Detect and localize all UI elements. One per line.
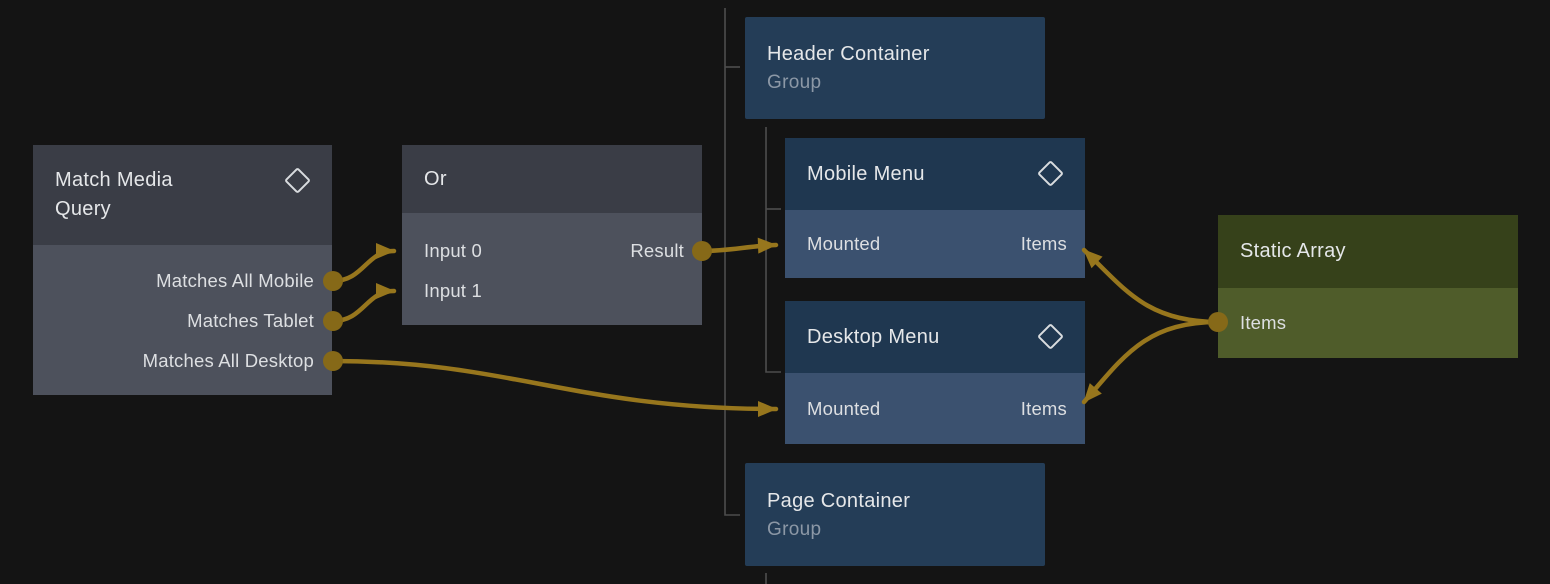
output-label-items: Items <box>1240 312 1287 333</box>
input-label-items: Items <box>1020 397 1067 419</box>
input-label-mounted: Mounted <box>807 233 881 254</box>
diamond-icon[interactable] <box>1037 160 1064 187</box>
input-label-mounted: Mounted <box>807 397 881 419</box>
output-row: Matches Tablet <box>33 301 332 341</box>
node-header: Static Array <box>1218 215 1518 288</box>
node-mobile-menu[interactable]: Mobile Menu Mounted Items <box>785 138 1085 278</box>
node-title: Desktop Menu <box>807 325 940 348</box>
tree-line-root <box>724 8 740 516</box>
io-row: Input 1 <box>402 271 702 311</box>
node-header-container[interactable]: Header Container Group <box>745 17 1045 119</box>
input-label-input-0: Input 0 <box>424 240 482 261</box>
wire-tablet-to-input1[interactable] <box>330 283 397 324</box>
wire-desktop-to-desktop-mounted[interactable] <box>330 358 779 417</box>
node-title: Static Array <box>1240 240 1346 262</box>
node-desktop-menu[interactable]: Desktop Menu Mounted Items <box>785 301 1085 444</box>
output-label-result: Result <box>630 240 684 261</box>
output-row: Matches All Desktop <box>33 341 332 381</box>
output-label-matches-tablet: Matches Tablet <box>187 310 314 331</box>
node-body: Items <box>1218 288 1518 358</box>
wire-items-to-mobile-items[interactable] <box>1081 247 1221 325</box>
node-title: Header Container <box>767 43 930 65</box>
output-label-matches-all-mobile: Matches All Mobile <box>156 270 314 291</box>
node-subtitle: Group <box>767 518 822 540</box>
output-row: Items <box>1218 288 1518 358</box>
wire-items-to-desktop-items[interactable] <box>1081 319 1221 405</box>
output-row: Matches All Mobile <box>33 261 332 301</box>
node-title: Or <box>424 167 447 190</box>
node-title: Mobile Menu <box>807 162 925 185</box>
node-body: Mounted Items <box>785 373 1085 444</box>
tree-line-header-children <box>765 127 781 373</box>
node-header: Match Media Query <box>33 145 332 245</box>
wire-result-to-mobile-mounted[interactable] <box>699 237 779 254</box>
wire-mobile-to-input0[interactable] <box>330 243 397 284</box>
node-body: Input 0 Result Input 1 <box>402 213 702 325</box>
io-row: Mounted Items <box>785 210 1085 278</box>
node-header: Or <box>402 145 702 213</box>
diamond-icon[interactable] <box>1037 323 1064 350</box>
input-label-items: Items <box>1020 233 1067 254</box>
node-match-media-query[interactable]: Match Media Query Matches All Mobile Mat… <box>33 145 332 395</box>
node-body: Mounted Items <box>785 210 1085 278</box>
node-title: Match Media Query <box>55 169 173 220</box>
node-page-container[interactable]: Page Container Group <box>745 463 1045 566</box>
io-row: Input 0 Result <box>402 231 702 271</box>
node-header: Mobile Menu <box>785 138 1085 210</box>
io-row: Mounted Items <box>785 373 1085 444</box>
input-label-input-1: Input 1 <box>424 280 482 301</box>
diamond-icon[interactable] <box>284 167 311 194</box>
node-header: Desktop Menu <box>785 301 1085 373</box>
node-or[interactable]: Or Input 0 Result Input 1 <box>402 145 702 325</box>
output-label-matches-all-desktop: Matches All Desktop <box>142 350 314 371</box>
node-body: Matches All Mobile Matches Tablet Matche… <box>33 245 332 395</box>
node-title: Page Container <box>767 489 911 512</box>
node-subtitle: Group <box>767 72 822 93</box>
node-static-array[interactable]: Static Array Items <box>1218 215 1518 358</box>
